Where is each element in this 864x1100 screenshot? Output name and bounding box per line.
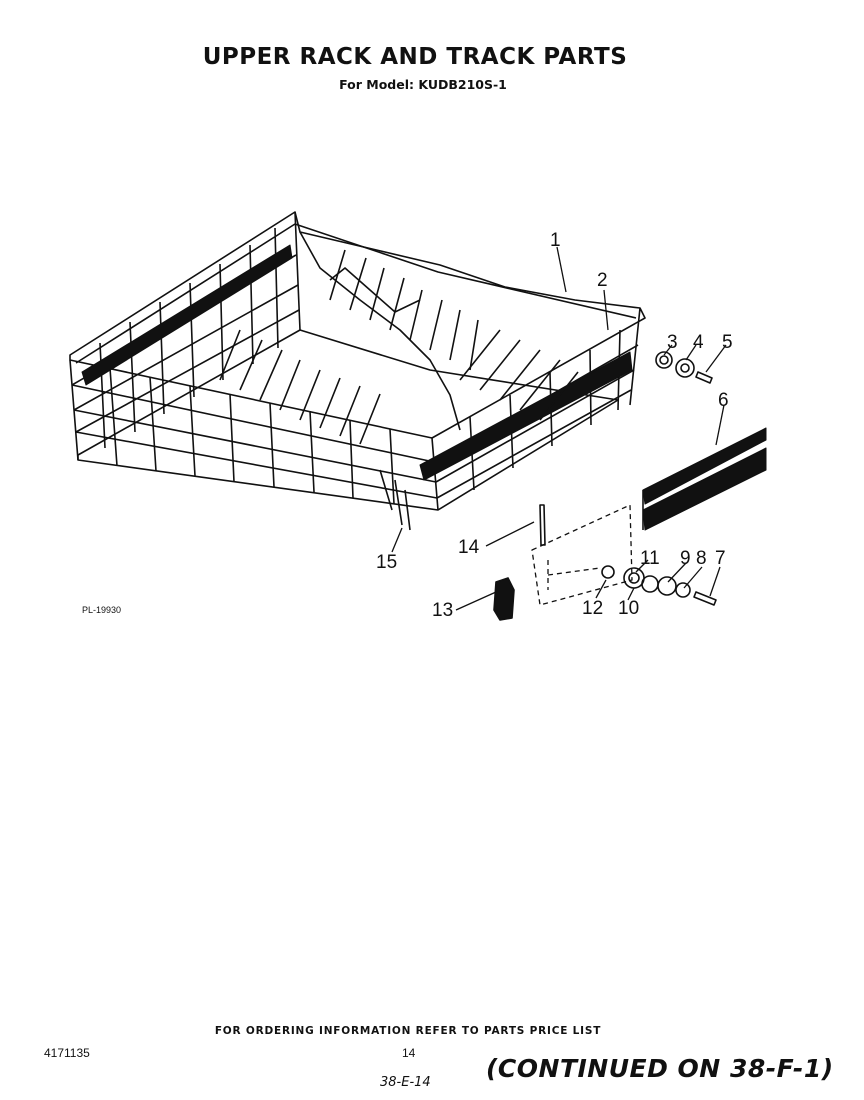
drawing-code: PL-19930 (82, 605, 122, 615)
callout-5: 5 (722, 332, 733, 353)
callout-10: 10 (618, 598, 639, 619)
part-number: 4171135 (44, 1046, 90, 1060)
mounting-bracket-outline (531, 504, 633, 606)
track-stop (493, 577, 515, 621)
callout-4: 4 (693, 332, 704, 353)
handwritten-reference: 38-E-14 (380, 1075, 431, 1090)
callout-15: 15 (376, 552, 397, 573)
callout-numbers: 1 2 3 4 5 6 7 8 9 10 11 12 13 14 15 (376, 230, 733, 621)
callout-7: 7 (715, 548, 726, 569)
track-hardware (601, 565, 717, 606)
callout-8: 8 (696, 548, 707, 569)
continued-note: (CONTINUED ON 38-F-1) (486, 1054, 834, 1083)
callout-6: 6 (718, 390, 729, 411)
callout-9: 9 (680, 548, 691, 569)
track-pin (539, 504, 546, 546)
dish-rack (69, 211, 646, 531)
callout-2: 2 (597, 270, 608, 291)
callout-14: 14 (458, 537, 480, 558)
page-title: UPPER RACK AND TRACK PARTS (202, 44, 628, 70)
callout-11: 11 (640, 548, 660, 569)
rack-wheel-assembly (655, 351, 713, 384)
leader-lines (391, 246, 727, 611)
track-rail (642, 427, 767, 531)
callout-13: 13 (432, 600, 453, 621)
callout-1: 1 (550, 230, 561, 251)
model-label: For Model: KUDB210S-1 (339, 77, 507, 92)
callout-12: 12 (582, 598, 603, 619)
page-number: 14 (402, 1046, 416, 1060)
callout-3: 3 (667, 332, 678, 353)
ordering-note: FOR ORDERING INFORMATION REFER TO PARTS … (214, 1025, 602, 1037)
